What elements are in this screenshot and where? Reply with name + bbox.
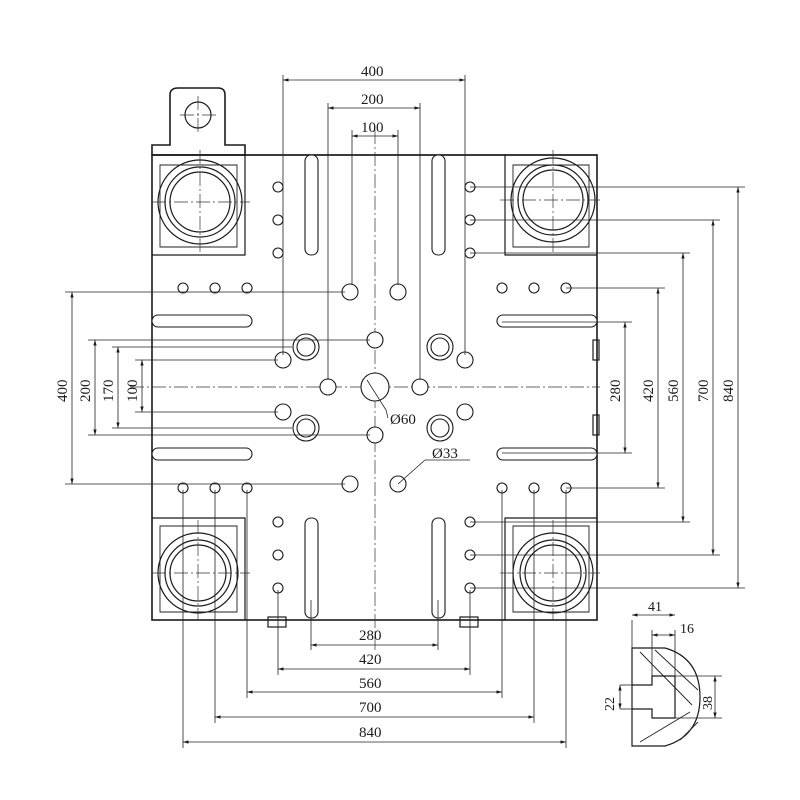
dim-detail-16: 16 (680, 622, 694, 637)
dim-bottom-280: 280 (359, 628, 382, 644)
mounting-holes (177, 181, 572, 594)
dim-left-400: 400 (55, 380, 71, 403)
top-dimensions (282, 75, 466, 380)
dim-bottom-560: 560 (359, 676, 382, 692)
dim-left-170: 170 (101, 380, 117, 403)
tie-bar-bottom-left (152, 517, 250, 620)
dim-right-280: 280 (608, 380, 624, 403)
bottom-dimensions (182, 490, 567, 748)
dim-bottom-840: 840 (359, 725, 382, 741)
dim-left-100: 100 (125, 380, 141, 403)
dim-right-420: 420 (641, 380, 657, 403)
left-dimensions (65, 291, 370, 485)
tie-bar-top-right (500, 150, 600, 256)
dim-right-560: 560 (666, 380, 682, 403)
dim-bottom-420: 420 (359, 652, 382, 668)
dim-detail-41: 41 (648, 600, 662, 615)
dia-33-label: Ø33 (432, 446, 458, 462)
dim-right-700: 700 (696, 380, 712, 403)
t-slot-detail (618, 613, 722, 747)
dim-top-400: 400 (361, 64, 384, 80)
dim-top-200: 200 (361, 92, 384, 108)
dim-top-100: 100 (361, 120, 384, 136)
dim-left-200: 200 (78, 380, 94, 403)
dim-detail-22: 22 (603, 697, 618, 711)
dim-detail-38: 38 (701, 696, 716, 710)
tie-bar-bottom-right (500, 517, 600, 620)
diameter-callouts (366, 379, 470, 485)
dia-60-label: Ø60 (390, 412, 416, 428)
lug-hole (180, 96, 216, 135)
right-dimensions (470, 186, 745, 589)
dim-right-840: 840 (721, 380, 737, 403)
platen-outline (151, 87, 600, 628)
dim-bottom-700: 700 (359, 700, 382, 716)
t-slots (151, 154, 598, 619)
tie-bar-top-left (152, 150, 250, 256)
